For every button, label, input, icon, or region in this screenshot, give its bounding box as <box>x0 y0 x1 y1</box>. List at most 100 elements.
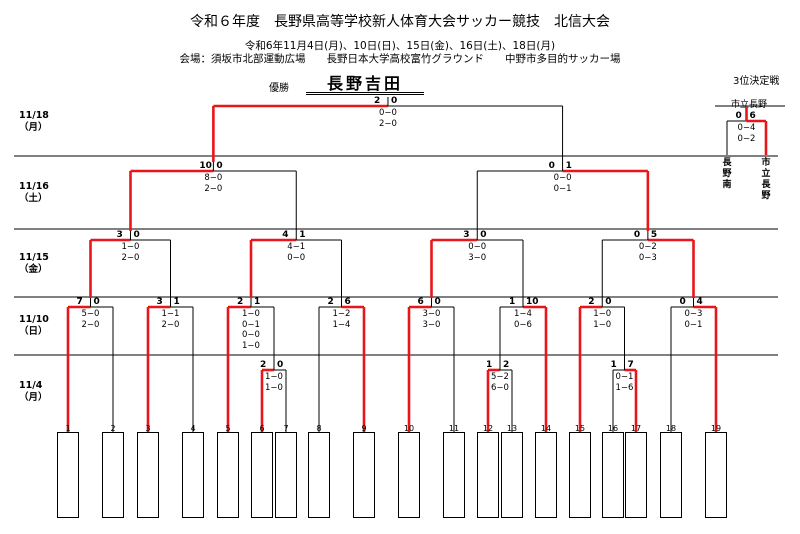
team-seed-number: 1 <box>65 424 71 433</box>
match-period-score: 4−1 <box>287 242 306 252</box>
match-period-score: 5−0 <box>81 309 100 319</box>
match-score-left: 0 <box>735 111 742 121</box>
team-name-box <box>625 432 647 518</box>
team-seed-number: 3 <box>145 424 151 433</box>
match-period-score: 3−0 <box>468 252 487 263</box>
match-score-left: 6 <box>417 297 424 307</box>
match-score-right: 6 <box>344 297 351 307</box>
round-date-label: 11/18 （月） <box>19 110 49 133</box>
match-score-right: 0 <box>93 297 100 307</box>
match-score-left: 2 <box>327 297 334 307</box>
winner-underline <box>306 92 424 95</box>
third-right-team: 市立長野 <box>761 158 771 201</box>
match-score-right: 1 <box>299 230 306 240</box>
match-period-score: 2−0 <box>204 183 223 194</box>
match-period-score: 3−0 <box>422 319 441 330</box>
match-score-right: 10 <box>526 297 539 307</box>
match-score-left: 10 <box>199 161 212 171</box>
match-score-left: 3 <box>116 230 123 240</box>
match-period-score: 6−0 <box>491 382 509 393</box>
round-date-label: 11/10 （日） <box>19 314 49 337</box>
match-score-right: 0 <box>390 96 398 106</box>
tournament-dates: 令和6年11月4日(月)、10日(日)、15日(金)、16日(土)、18日(月) <box>244 40 556 52</box>
team-name-box <box>57 432 79 518</box>
match-period-score: 0−0 <box>378 108 397 118</box>
team-name-box <box>705 432 727 518</box>
match-period-score: 1−0 <box>265 382 283 393</box>
team-name-box <box>353 432 375 518</box>
match-period-score: 1−0 <box>242 309 260 319</box>
match-period-score: 1−0 <box>593 319 612 330</box>
tournament-title: 令和６年度 長野県高等学校新人体育大会サッカー競技 北信大会 <box>190 14 610 30</box>
team-seed-number: 14 <box>540 424 552 433</box>
team-name-box <box>535 432 557 518</box>
match-score-right: 1 <box>565 161 572 171</box>
team-name-box <box>308 432 330 518</box>
team-name-box <box>477 432 499 518</box>
match-period-score: 0−4 <box>737 123 756 133</box>
match-period-score: 0−0 <box>242 330 260 340</box>
team-seed-number: 7 <box>283 424 289 433</box>
match-period-score: 1−6 <box>615 382 634 393</box>
match-period-score: 2−0 <box>378 118 397 129</box>
match-period-score: 1−4 <box>332 319 351 330</box>
match-period-score: 0−6 <box>514 319 532 330</box>
match-period-score: 0−0 <box>553 173 572 183</box>
match-score-left: 2 <box>237 297 244 307</box>
team-seed-number: 17 <box>630 424 642 433</box>
match-score-left: 0 <box>633 230 641 240</box>
match-score-left: 2 <box>588 297 595 307</box>
match-period-score: 2−0 <box>121 252 140 263</box>
match-period-score: 0−2 <box>737 133 756 144</box>
match-score-right: 4 <box>696 297 703 307</box>
round-date-label: 11/15 （金） <box>19 252 49 275</box>
match-score-left: 1 <box>486 360 493 370</box>
team-name-box <box>102 432 124 518</box>
team-seed-number: 2 <box>110 424 116 433</box>
match-period-score: 3−0 <box>422 309 441 319</box>
match-period-score: 1−4 <box>514 309 532 319</box>
team-name-box <box>251 432 273 518</box>
team-seed-number: 8 <box>316 424 322 433</box>
match-period-score: 2−0 <box>81 319 100 330</box>
match-period-score: 1−1 <box>161 309 180 319</box>
match-score-right: 0 <box>216 161 223 171</box>
third-place-winner: 市立長野 <box>731 100 768 110</box>
team-name-box <box>501 432 523 518</box>
winner-label: 優勝 <box>269 83 289 94</box>
match-period-score: 0−0 <box>468 242 487 252</box>
team-seed-number: 5 <box>225 424 231 433</box>
match-period-score: 1−0 <box>593 309 612 319</box>
team-name-box <box>275 432 297 518</box>
match-period-score: 0−3 <box>638 252 657 263</box>
team-seed-number: 15 <box>574 424 586 433</box>
match-period-score: 1−0 <box>265 372 283 382</box>
match-score-right: 0 <box>133 230 140 240</box>
match-score-right: 0 <box>434 297 441 307</box>
match-period-score: 1−0 <box>121 242 140 252</box>
match-score-left: 2 <box>373 96 381 106</box>
match-period-score: 0−1 <box>553 183 572 194</box>
team-seed-number: 6 <box>259 424 265 433</box>
match-score-left: 2 <box>260 360 267 370</box>
match-score-right: 1 <box>173 297 180 307</box>
match-period-score: 5−2 <box>491 372 509 382</box>
team-name-box <box>443 432 465 518</box>
team-name-box <box>660 432 682 518</box>
winner-name: 長野吉田 <box>326 74 403 93</box>
match-score-right: 6 <box>749 111 756 121</box>
team-seed-number: 9 <box>361 424 367 433</box>
match-period-score: 0−1 <box>684 319 703 330</box>
match-score-right: 0 <box>480 230 487 240</box>
match-score-right: 2 <box>503 360 510 370</box>
team-seed-number: 11 <box>448 424 460 433</box>
team-name-box <box>569 432 591 518</box>
match-score-left: 7 <box>76 297 83 307</box>
match-period-score: 8−0 <box>204 173 223 183</box>
team-seed-number: 16 <box>607 424 619 433</box>
match-period-score: 2−0 <box>161 319 180 330</box>
team-seed-number: 4 <box>190 424 196 433</box>
third-left-team: 長野南 <box>722 158 732 190</box>
tournament-venues: 会場：須坂市北部運動広場 長野日本大学高校富竹グラウンド 中野市多目的サッカー場 <box>179 53 621 65</box>
